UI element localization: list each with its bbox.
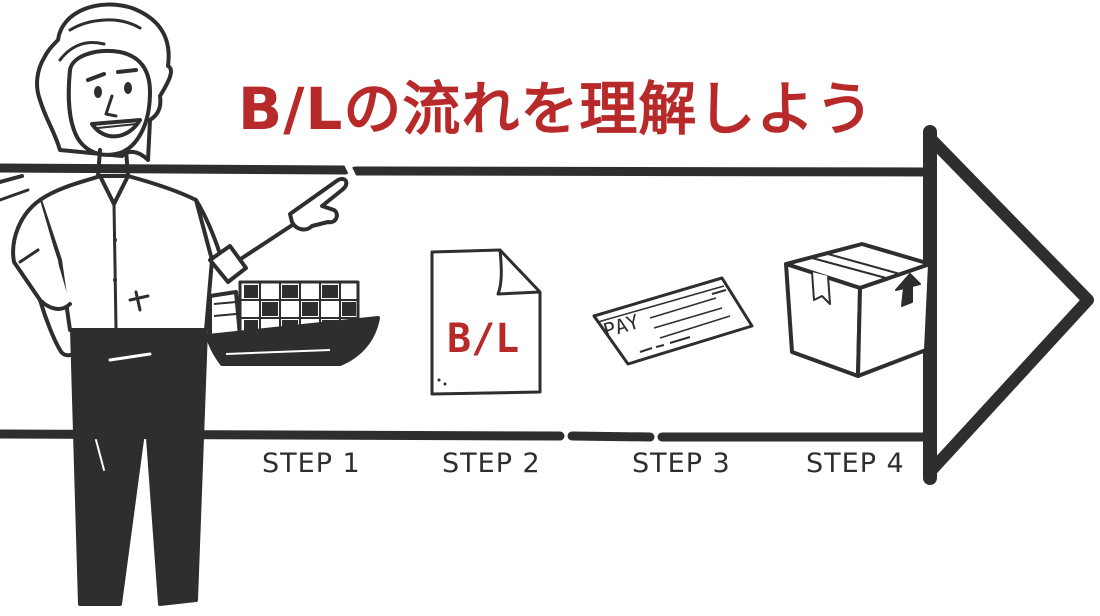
document-label: B/L — [447, 316, 519, 362]
container-ship-icon — [206, 280, 380, 366]
step-3-label: STEP 3 — [632, 448, 731, 479]
step-1-label: STEP 1 — [262, 448, 361, 479]
step-2-label: STEP 2 — [442, 448, 541, 479]
step-4-label: STEP 4 — [806, 448, 905, 479]
bill-of-lading-document-icon: B/L — [430, 248, 542, 396]
cargo-box-icon — [784, 242, 932, 378]
presenter-man-illustration — [11, 2, 349, 606]
page-title: B/Lの流れを理解しよう — [238, 75, 875, 143]
payment-check-icon: PAY — [592, 276, 754, 366]
arrow-gaps — [343, 160, 357, 180]
